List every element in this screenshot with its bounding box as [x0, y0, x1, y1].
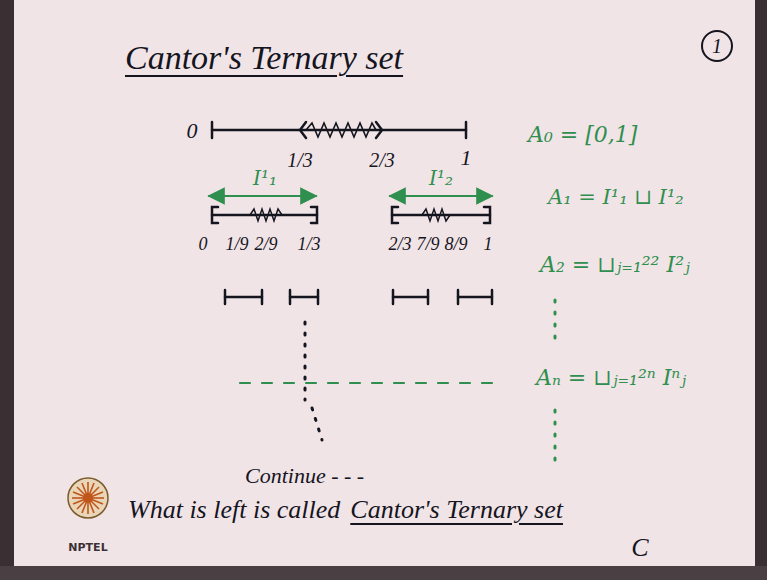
bracket — [311, 207, 317, 223]
interval-arrow — [209, 195, 316, 197]
board-edge — [0, 0, 14, 580]
endpoint-value: 8/9 — [444, 235, 467, 255]
end-tick — [457, 290, 460, 304]
endpoint-value: 2/3 — [388, 235, 411, 255]
endpoint-value: 1/3 — [287, 149, 313, 171]
end-tick — [465, 122, 468, 138]
note: Cantor's Ternary set — [350, 496, 563, 525]
continuation-dots — [554, 410, 557, 460]
cut-mark — [300, 122, 306, 138]
set-formula: A₀ = [0,1] — [528, 123, 637, 147]
title: Cantor's Ternary set — [125, 39, 403, 76]
set-formula: A₂ = ⊔ⱼ₌₁²² I²ⱼ — [540, 253, 690, 277]
removed-hatch — [306, 123, 376, 137]
logo-text: NPTEL — [68, 542, 107, 554]
endpoint-value: 0 — [199, 235, 208, 255]
interval-arrow — [390, 195, 492, 197]
board-edge — [0, 566, 767, 580]
removed-hatch — [250, 209, 282, 221]
endpoint-value: 1/9 — [225, 235, 248, 255]
endpoint-value: 1 — [461, 146, 472, 170]
cut-mark — [376, 122, 382, 138]
endpoint-value: 2/9 — [254, 235, 277, 255]
end-tick — [491, 290, 494, 304]
bracket — [392, 207, 398, 223]
endpoint-value: 1/3 — [297, 235, 320, 255]
interval-segment — [393, 296, 428, 299]
interval-name: I¹₁ — [253, 167, 277, 189]
interval-segment — [458, 296, 492, 299]
removed-hatch — [422, 209, 450, 221]
bracket — [212, 207, 218, 223]
set-formula: A₁ = I¹₁ ⊔ I¹₂ — [548, 186, 684, 209]
board-edge — [755, 0, 767, 580]
bracket — [484, 207, 490, 223]
nptel-logo — [68, 478, 108, 518]
end-tick — [289, 290, 292, 304]
end-tick — [392, 290, 395, 304]
page-number-circle: 1 — [701, 30, 733, 62]
endpoint-value: 7/9 — [416, 235, 439, 255]
end-tick — [427, 290, 430, 304]
interval-segment — [225, 296, 262, 299]
set-symbol: C — [631, 534, 648, 563]
note: Continue - - - — [245, 464, 364, 488]
end-tick — [261, 290, 264, 304]
set-formula: Aₙ = ⊔ⱼ₌₁²ⁿ Iⁿⱼ — [536, 366, 686, 390]
note: What is left is called — [128, 496, 340, 525]
end-tick — [317, 290, 320, 304]
continuation-dots — [312, 408, 322, 440]
continuation-dots — [554, 300, 557, 345]
page-number: 1 — [712, 36, 722, 56]
interval-segment — [290, 296, 318, 299]
endpoint-value: 2/3 — [369, 149, 395, 171]
endpoint-value: 1 — [484, 235, 493, 255]
continuation-dashes — [240, 382, 500, 384]
continuation-dots — [304, 322, 307, 400]
end-tick — [224, 290, 227, 304]
end-tick — [211, 122, 214, 138]
interval-name: I¹₂ — [429, 167, 453, 189]
endpoint-value: 0 — [187, 119, 198, 143]
